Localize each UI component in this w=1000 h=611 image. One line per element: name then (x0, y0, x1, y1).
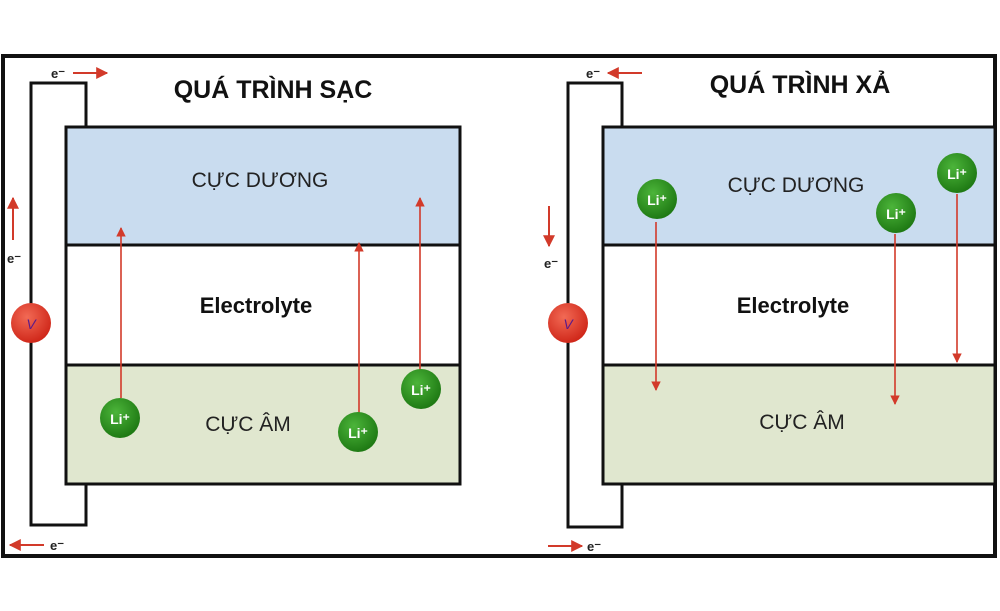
charge-negative-label: CỰC ÂM (205, 413, 291, 436)
discharge-negative-electrode (601, 363, 997, 486)
charge-title: QUÁ TRÌNH SẠC (174, 75, 373, 104)
ion-label: Li⁺ (348, 425, 368, 441)
charge-panel: QUÁ TRÌNH SẠC CỰC DƯƠNG Electrolyte CỰC … (6, 66, 462, 553)
discharge-electron-bottom: e⁻ (587, 539, 601, 554)
ion-label: Li⁺ (947, 166, 967, 182)
discharge-panel: QUÁ TRÌNH XẢ CỰC DƯƠNG Electrolyte CỰC Â… (543, 66, 997, 554)
charge-positive-electrode (64, 125, 462, 247)
charge-ion: Li⁺ (338, 412, 378, 452)
discharge-voltmeter (548, 303, 588, 343)
charge-voltmeter (11, 303, 51, 343)
charge-electron-side: e⁻ (7, 251, 21, 266)
discharge-ion: Li⁺ (637, 179, 677, 219)
discharge-ion: Li⁺ (937, 153, 977, 193)
charge-electron-bottom: e⁻ (50, 538, 64, 553)
charge-positive-label: CỰC DƯƠNG (192, 169, 329, 192)
discharge-negative-label: CỰC ÂM (759, 411, 845, 434)
charge-electrolyte-layer (64, 243, 462, 367)
ion-label: Li⁺ (647, 192, 667, 208)
discharge-ion: Li⁺ (876, 193, 916, 233)
discharge-electron-top: e⁻ (586, 66, 600, 81)
ion-label: Li⁺ (411, 382, 431, 398)
discharge-electron-side: e⁻ (544, 256, 558, 271)
discharge-electrolyte-label: Electrolyte (737, 293, 850, 318)
ion-label: Li⁺ (886, 206, 906, 222)
charge-voltmeter-label: V (26, 316, 37, 332)
charge-electron-top: e⁻ (51, 66, 65, 81)
charge-ion: Li⁺ (100, 398, 140, 438)
discharge-voltmeter-label: V (563, 316, 574, 332)
charge-ion: Li⁺ (401, 369, 441, 409)
charge-electrolyte-label: Electrolyte (200, 293, 313, 318)
ion-label: Li⁺ (110, 411, 130, 427)
discharge-title: QUÁ TRÌNH XẢ (710, 69, 891, 99)
discharge-positive-label: CỰC DƯƠNG (728, 174, 865, 197)
